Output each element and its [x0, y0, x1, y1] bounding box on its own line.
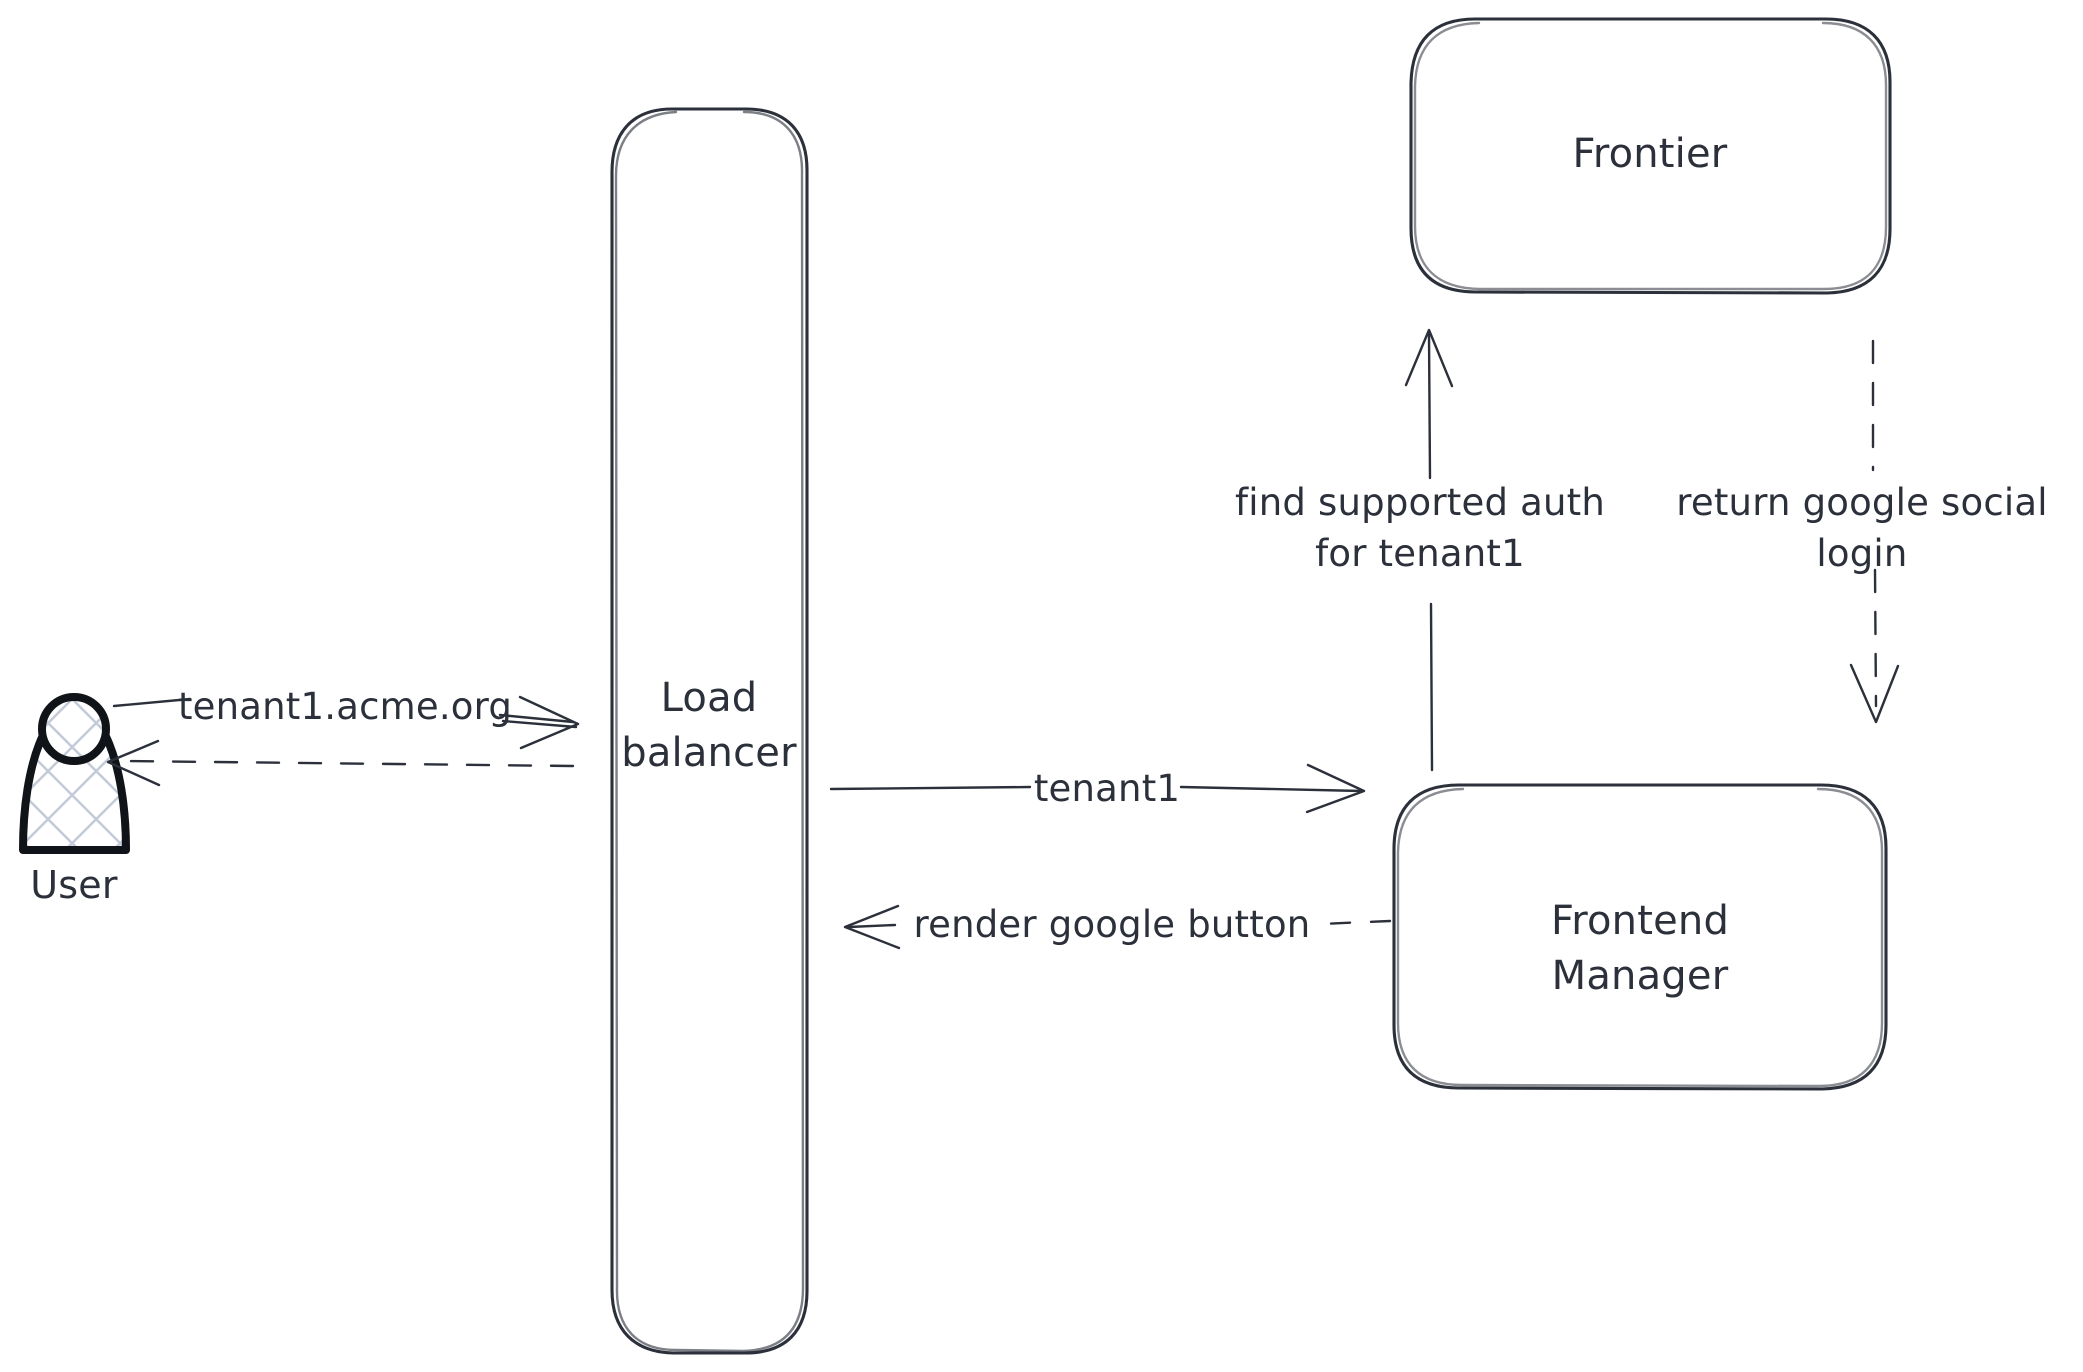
- node-load-balancer-label-line2: balancer: [621, 730, 797, 776]
- edge-frontend-manager-to-load-balancer[interactable]: render google button: [843, 903, 1392, 950]
- edge-frontend-manager-to-load-balancer-label: render google button: [914, 903, 1311, 946]
- edge-frontier-to-frontend-manager-label-line2: login: [1816, 532, 1907, 575]
- node-frontend-manager[interactable]: Frontend Manager: [1392, 783, 1888, 1091]
- node-frontier-label-line1: Frontier: [1573, 131, 1728, 177]
- node-load-balancer[interactable]: Load balancer: [610, 107, 809, 1355]
- edge-load-balancer-to-frontend-manager[interactable]: tenant1: [829, 763, 1366, 814]
- person-actor-icon: [19, 693, 130, 854]
- edge-user-to-load-balancer[interactable]: tenant1.acme.org: [112, 685, 580, 750]
- edge-load-balancer-to-frontend-manager-label: tenant1: [1034, 767, 1180, 810]
- edge-frontier-to-frontend-manager-label-line1: return google social: [1676, 481, 2047, 524]
- node-load-balancer-label-line1: Load: [661, 675, 758, 721]
- node-frontend-manager-label-line1: Frontend: [1551, 898, 1729, 944]
- node-frontend-manager-label-line2: Manager: [1552, 953, 1729, 999]
- user-actor[interactable]: User: [19, 693, 130, 907]
- edge-frontend-manager-to-frontier-label-line1: find supported auth: [1235, 481, 1605, 524]
- user-actor-label: User: [30, 863, 118, 907]
- edge-frontier-to-frontend-manager[interactable]: return google social login: [1676, 339, 2048, 724]
- edge-frontend-manager-to-frontier-label-line2: for tenant1: [1315, 532, 1525, 575]
- edge-load-balancer-to-user[interactable]: [106, 739, 575, 787]
- edge-user-to-load-balancer-label: tenant1.acme.org: [178, 685, 512, 728]
- edge-frontend-manager-to-frontier[interactable]: find supported auth for tenant1: [1235, 328, 1605, 772]
- node-frontier[interactable]: Frontier: [1409, 17, 1892, 295]
